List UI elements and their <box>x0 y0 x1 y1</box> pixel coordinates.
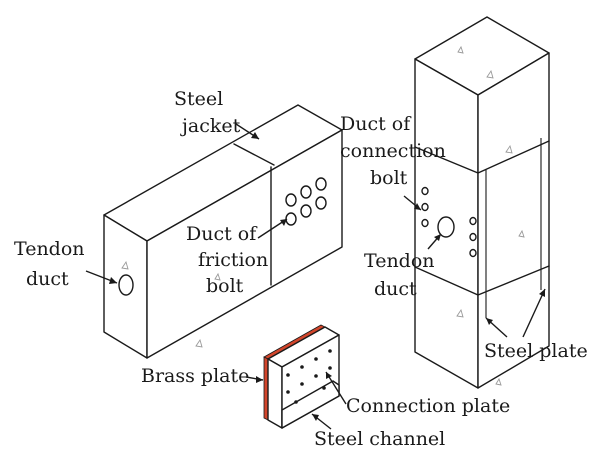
duct-connection-bolt-label-2: connection <box>340 140 446 162</box>
duct-friction-bolt-label-3: bolt <box>206 275 244 297</box>
beam-concrete-texture <box>121 260 221 348</box>
steel-jacket-top-line <box>233 143 275 166</box>
duct-connection-bolt-label-3: bolt <box>370 167 408 189</box>
column-tendon-duct-hole <box>437 216 455 238</box>
leader-arrows <box>85 123 546 430</box>
beam-block <box>103 104 343 359</box>
labels: Steel jacket Duct of connection bolt Ten… <box>14 88 588 450</box>
column-concrete-texture <box>456 45 525 386</box>
duct-friction-bolt-label-2: friction <box>198 249 268 271</box>
tendon-duct-left-label: Tendon <box>14 238 85 260</box>
connection-plate-assembly <box>263 324 340 429</box>
channel-web <box>267 358 283 429</box>
steel-plate-label: Steel plate <box>484 340 588 362</box>
connection-plate-label: Connection plate <box>346 395 510 417</box>
tendon-duct-right-label: Tendon <box>364 250 435 272</box>
duct-friction-bolt-label: Duct of <box>186 223 258 245</box>
tendon-duct-hole <box>118 274 134 296</box>
connection-plate-bolt-holes <box>286 349 332 404</box>
tendon-duct-left-label-2: duct <box>26 268 69 290</box>
duct-connection-bolt-label: Duct of <box>340 113 412 135</box>
channel-bottom-flange <box>281 380 340 429</box>
tendon-duct-right-label-2: duct <box>374 278 417 300</box>
jacket-band-lower <box>414 265 550 296</box>
jacket-band-upper <box>414 140 550 174</box>
beam-front-face <box>146 129 343 359</box>
steel-channel-label: Steel channel <box>314 428 445 450</box>
column-side-face <box>477 52 550 389</box>
friction-bolt-ducts <box>285 177 327 226</box>
steel-jacket-label: Steel <box>174 88 223 110</box>
connection-bolt-ducts <box>421 186 477 258</box>
steel-jacket-label-2: jacket <box>180 115 241 137</box>
column-block <box>414 16 550 389</box>
brass-plate-label: Brass plate <box>141 365 249 387</box>
